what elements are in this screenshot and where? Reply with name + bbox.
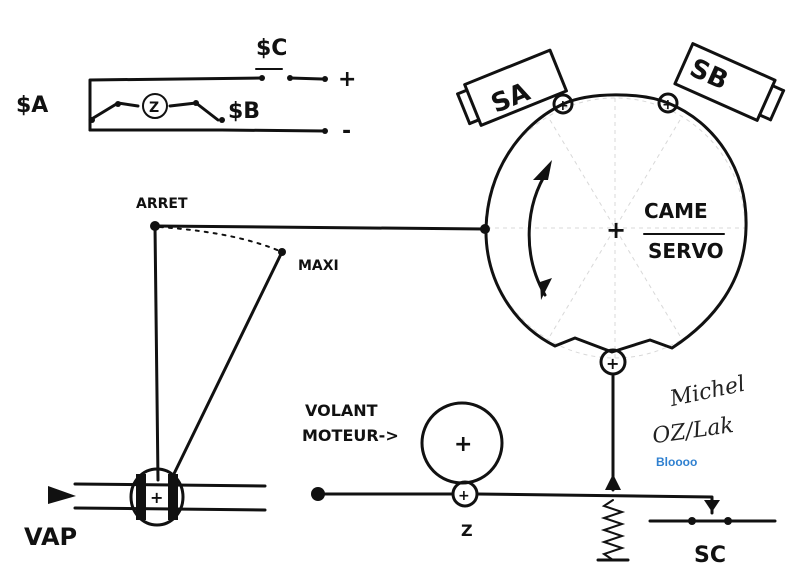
cam-bottom-pivot-plus: + — [606, 354, 619, 373]
sc-bottom-label: SC — [694, 543, 726, 568]
maxi-travel-dots — [159, 226, 283, 253]
guide-diag-2 — [549, 119, 681, 337]
vap-valve-left-band — [136, 474, 146, 520]
cam-link-node — [480, 224, 490, 234]
main-shaft — [316, 492, 714, 515]
servo-sb-block — [673, 42, 786, 122]
sb-switch-wire — [168, 101, 220, 122]
flywheel-assembly: + VOLANT MOTEUR-> + Z — [302, 401, 504, 540]
z-component-label: Z — [149, 100, 159, 116]
vap-label: VAP — [24, 523, 77, 551]
vap-valve-right-band — [168, 474, 178, 520]
signature-line-2: OZ/Lak — [651, 413, 735, 449]
vap-valve-plus: + — [150, 488, 163, 507]
sc-actuator-arrow — [704, 500, 720, 512]
z-bottom-label: Z — [461, 521, 473, 540]
top-rail-wire-right — [288, 76, 324, 81]
maxi-label: MAXI — [298, 258, 339, 274]
flywheel-center-plus: + — [454, 432, 472, 457]
rotation-arrow-head-top — [533, 160, 552, 180]
servo-sa-pivot-plus: + — [557, 98, 569, 114]
vap-valve: + VAP — [24, 467, 267, 551]
switch-sc-label: $C — [256, 36, 287, 61]
minus-terminal — [322, 128, 328, 134]
guide-diag-1 — [549, 119, 681, 337]
cam-wheel-outline — [484, 101, 748, 354]
throttle-linkage: ARRET MAXI — [136, 196, 490, 484]
moteur-label: MOTEUR-> — [302, 426, 399, 445]
lower-mechanism: SC — [311, 372, 777, 568]
switch-sc-contact-a — [259, 75, 265, 81]
switch-circuit: $C + Z $A $B - — [16, 36, 356, 144]
cam-servo-assembly: + CAME SERVO SA + SB + + — [456, 42, 786, 376]
servo-sa-pivot — [552, 93, 574, 115]
arret-vertical-rod — [153, 224, 160, 482]
sb-switch-contact — [193, 100, 199, 106]
minus-label: - — [342, 119, 351, 144]
sb-label: $B — [228, 99, 260, 124]
volant-label: VOLANT — [305, 401, 378, 420]
blog-label: Bloooo — [656, 455, 697, 469]
z-pulley-plus: + — [458, 488, 470, 504]
servo-sb-pivot — [657, 92, 679, 114]
rotation-arrow-arc — [527, 168, 550, 297]
sa-label: $A — [16, 93, 48, 118]
sa-node — [89, 117, 95, 123]
arret-horizontal-link — [153, 224, 487, 231]
bottom-rail-wire — [88, 128, 327, 133]
servo-sa-block — [456, 48, 568, 127]
vap-flow-arrow — [48, 486, 76, 504]
vap-valve-body — [129, 467, 185, 527]
z-component-body — [142, 93, 168, 119]
rotation-arrow-head-bottom — [540, 278, 552, 300]
plus-terminal — [322, 76, 328, 82]
servo-sb-pivot-plus: + — [662, 97, 674, 113]
came-label: CAME — [644, 199, 708, 223]
sb-node — [219, 117, 225, 123]
follower-arrow — [605, 474, 621, 490]
servo-sa-label: SA — [487, 77, 534, 119]
return-spring — [600, 499, 626, 561]
servo-label: SERVO — [648, 239, 724, 263]
cam-center-plus: + — [606, 216, 626, 244]
arret-label: ARRET — [136, 196, 188, 212]
author-signature: Michel OZ/Lak Bloooo — [651, 372, 748, 469]
sa-switch-wire — [88, 101, 140, 122]
plus-label: + — [338, 67, 356, 92]
top-rail-wire — [88, 76, 264, 102]
sa-switch-contact — [115, 101, 121, 107]
signature-line-1: Michel — [667, 372, 748, 412]
maxi-diagonal-rod — [168, 250, 284, 484]
